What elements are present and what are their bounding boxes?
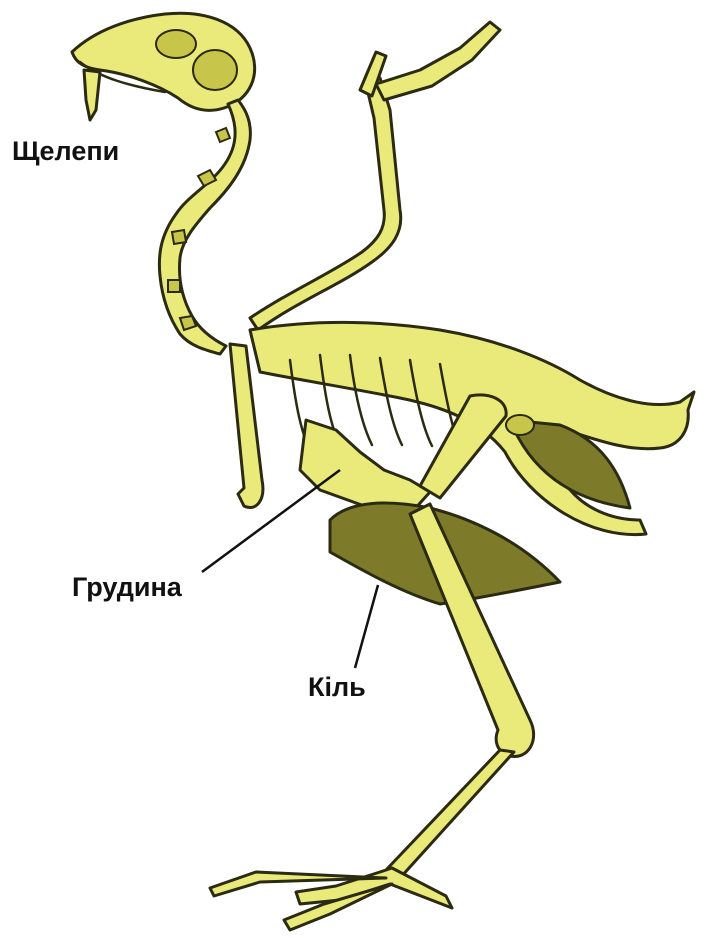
- label-jaws: Щелепи: [12, 138, 119, 165]
- leader-line-sternum: [202, 470, 340, 572]
- leader-line-keel: [355, 585, 378, 668]
- sternum: [300, 420, 430, 512]
- neck-vertebrae: [159, 100, 250, 354]
- label-keel: Кіль: [308, 674, 366, 701]
- label-sternum: Грудина: [72, 574, 182, 601]
- wing: [250, 22, 500, 330]
